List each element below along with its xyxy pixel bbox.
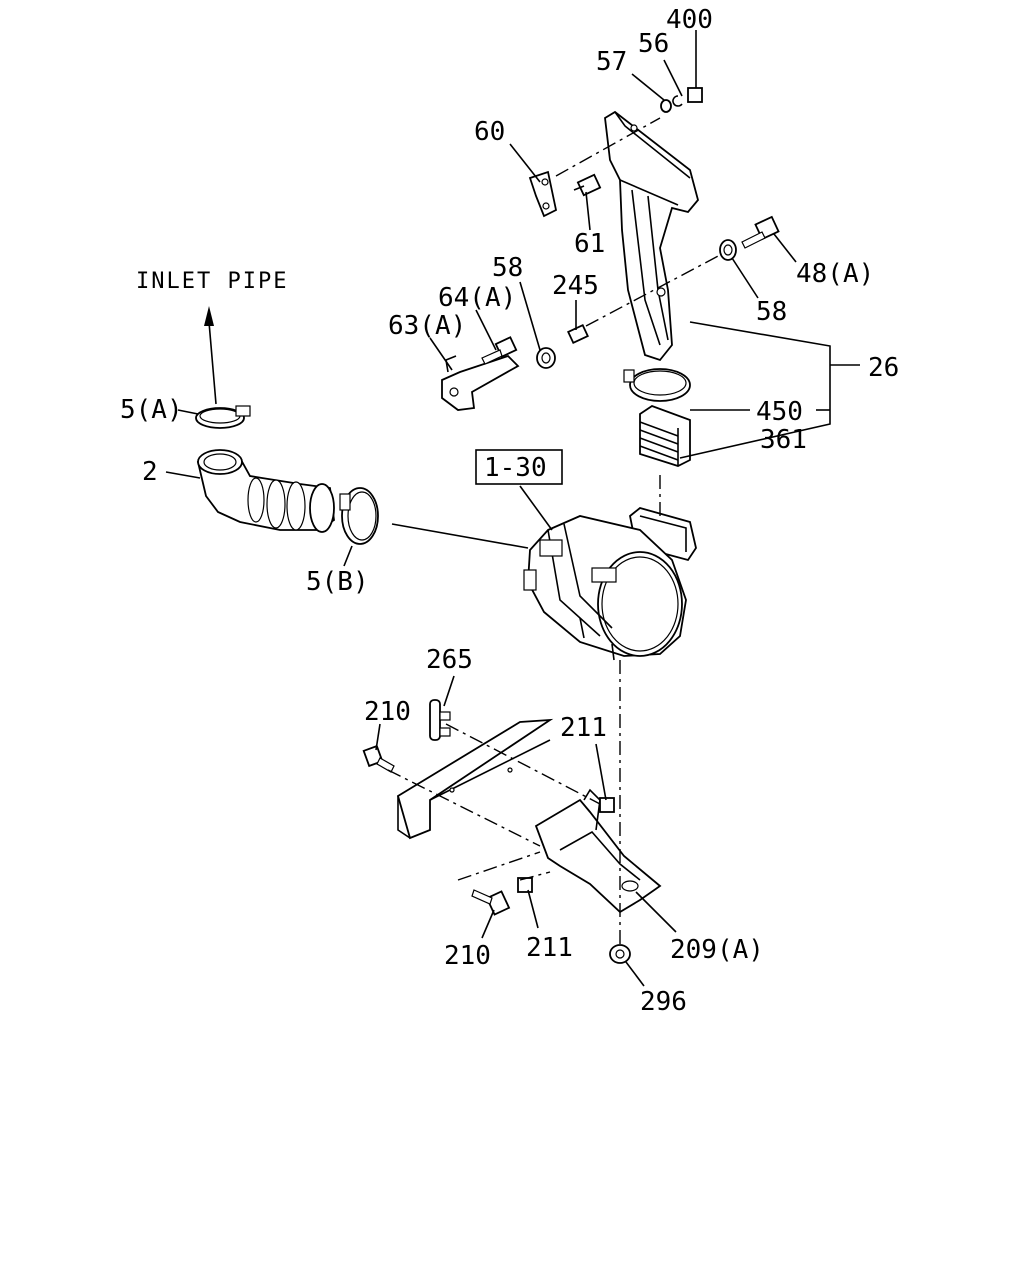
- inlet-pipe-label: INLET PIPE: [136, 269, 288, 294]
- assembly-reference-label: 1-30: [484, 453, 547, 483]
- callout-245: 245: [552, 271, 599, 301]
- callout-57: 57: [596, 47, 627, 77]
- grommet-58-right: [719, 239, 737, 261]
- assembly-lines: [387, 117, 723, 944]
- bolt-210-bottom: [471, 889, 511, 916]
- spring-washer-56: [672, 95, 683, 107]
- nut-211-top: [599, 797, 615, 813]
- callout-2: 2: [142, 457, 158, 487]
- callout-60: 60: [474, 117, 505, 147]
- assembly-reference-box: [475, 449, 563, 485]
- bracket-209a: [534, 788, 662, 914]
- callout-450: 450: [756, 397, 803, 427]
- callout-5a: 5(A): [120, 395, 183, 425]
- callout-58-right: 58: [756, 297, 787, 327]
- callout-64a: 64(A): [438, 283, 516, 313]
- clamp-5b: [339, 487, 379, 545]
- callout-296: 296: [640, 987, 687, 1017]
- callout-400: 400: [666, 5, 713, 35]
- frame-rail: [396, 718, 554, 840]
- callout-56: 56: [638, 29, 669, 59]
- nut-296: [609, 944, 631, 964]
- callout-361: 361: [760, 425, 807, 455]
- callout-58-top: 58: [492, 253, 523, 283]
- air-intake-duct: [604, 110, 699, 362]
- bracket-63a: [441, 354, 520, 411]
- bolt-210-top: [362, 744, 395, 773]
- washer-57: [660, 99, 672, 113]
- callout-209a: 209(A): [670, 935, 764, 965]
- leader-lines: [165, 30, 860, 987]
- filter-element-361: [639, 404, 691, 467]
- callout-5b: 5(B): [306, 567, 369, 597]
- bolt-64a: [481, 336, 518, 365]
- bolt-61: [573, 173, 602, 197]
- grommet-58-top: [536, 347, 556, 369]
- bolt-48a: [741, 215, 780, 249]
- clamp-450: [623, 368, 691, 402]
- u-bolt-265: [429, 699, 451, 741]
- air-hose-2: [196, 449, 335, 533]
- air-cleaner-body: [523, 507, 697, 661]
- inlet-pipe-arrow: [204, 306, 217, 405]
- callout-210-bottom: 210: [444, 941, 491, 971]
- spacer-245: [567, 323, 589, 345]
- callout-63a: 63(A): [388, 311, 466, 341]
- callout-211-bottom: 211: [526, 933, 573, 963]
- bracket-60: [528, 170, 558, 218]
- callout-265: 265: [426, 645, 473, 675]
- callout-61: 61: [574, 229, 605, 259]
- callout-211-top: 211: [560, 713, 607, 743]
- callout-26: 26: [868, 353, 899, 383]
- callout-48a: 48(A): [796, 259, 874, 289]
- clamp-5a: [195, 405, 251, 429]
- callout-210-top: 210: [364, 697, 411, 727]
- nut-400: [687, 87, 703, 103]
